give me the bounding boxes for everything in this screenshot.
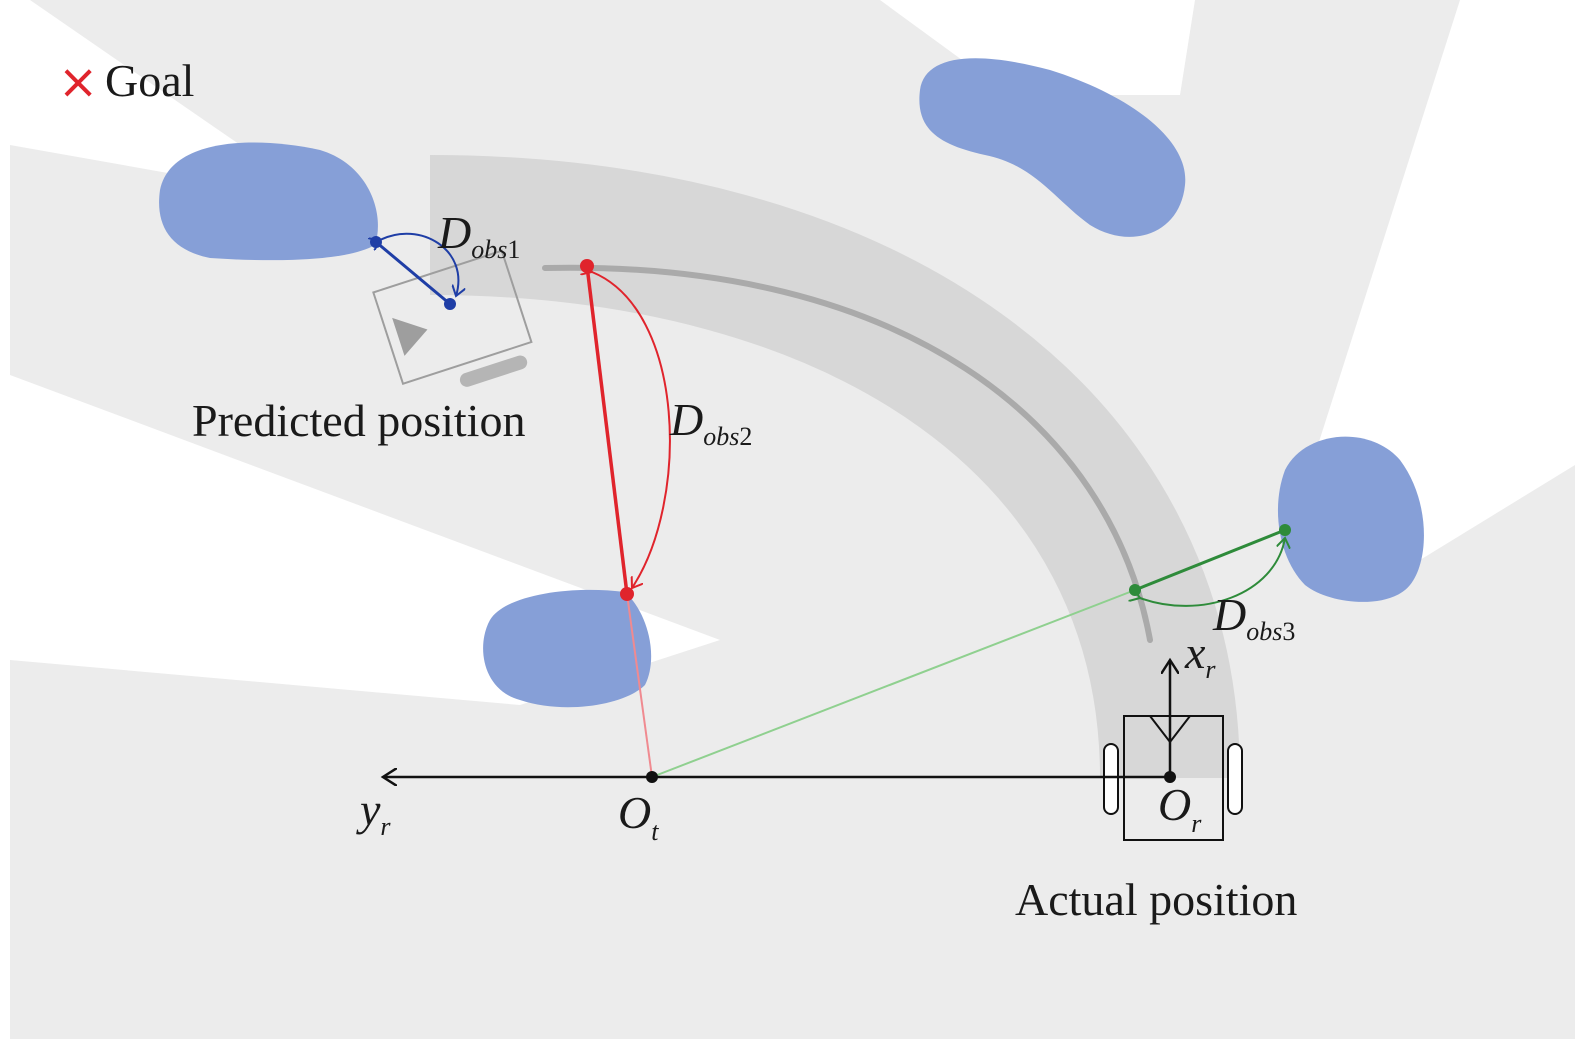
d-obs2-sub: obs xyxy=(703,422,739,451)
d-obs2-main: D xyxy=(669,394,703,445)
d-obs1-obstacle-point xyxy=(370,236,382,248)
legend: × Goal xyxy=(58,54,194,110)
obstacle-1 xyxy=(159,142,378,261)
goal-marker-icon: × xyxy=(58,54,98,110)
o-t-sub: t xyxy=(651,817,659,846)
d-obs2-num: 2 xyxy=(739,422,752,451)
y-r-label: yr xyxy=(356,784,391,841)
d-obs2-obstacle-point xyxy=(620,587,634,601)
x-r-sub: r xyxy=(1205,655,1216,684)
d-obs3-main: D xyxy=(1212,589,1246,640)
y-r-main: y xyxy=(356,784,381,835)
o-r-main: O xyxy=(1158,779,1191,830)
d-obs1-num: 1 xyxy=(507,235,520,264)
d-obs3-sub: obs xyxy=(1246,617,1282,646)
o-r-sub: r xyxy=(1191,809,1202,838)
d-obs2-label: Dobs2 xyxy=(669,394,752,451)
planned-path-line xyxy=(542,264,1153,643)
d-obs3-obstacle-point xyxy=(1279,524,1291,536)
o-t-to-path-guide xyxy=(651,589,1136,778)
obstacle-4 xyxy=(483,589,652,708)
obstacle-3 xyxy=(1277,436,1424,602)
d-obs1-arc-arrow xyxy=(380,232,458,296)
x-r-main: x xyxy=(1184,627,1206,678)
d-obs1-label: Dobs1 xyxy=(437,207,520,264)
goal-label: Goal xyxy=(105,55,194,106)
d-obs1-main: D xyxy=(437,207,471,258)
d-obs3-path-point xyxy=(1129,584,1141,596)
d-obs1-sub: obs xyxy=(471,235,507,264)
actual-position-label: Actual position xyxy=(1015,874,1297,925)
predicted-robot xyxy=(372,249,533,387)
d-obs2-path-point xyxy=(580,259,594,273)
o-t-main: O xyxy=(618,787,651,838)
predicted-position-label: Predicted position xyxy=(192,395,525,446)
o-r-label: Or xyxy=(1158,779,1202,838)
o-t-to-obstacle-guide xyxy=(626,593,653,778)
o-r-point xyxy=(1164,771,1176,783)
d-obs3-label: Dobs3 xyxy=(1212,589,1295,646)
o-t-point xyxy=(646,771,658,783)
d-obs2-arc-arrow xyxy=(592,272,671,588)
d-obs3-arc-arrow xyxy=(1140,538,1285,607)
o-t-label: Ot xyxy=(618,787,659,846)
d-obs1-path-point xyxy=(444,298,456,310)
x-r-label: xr xyxy=(1184,627,1216,684)
obstacle-2 xyxy=(919,58,1186,237)
y-r-sub: r xyxy=(380,812,391,841)
d-obs3-num: 3 xyxy=(1282,617,1295,646)
